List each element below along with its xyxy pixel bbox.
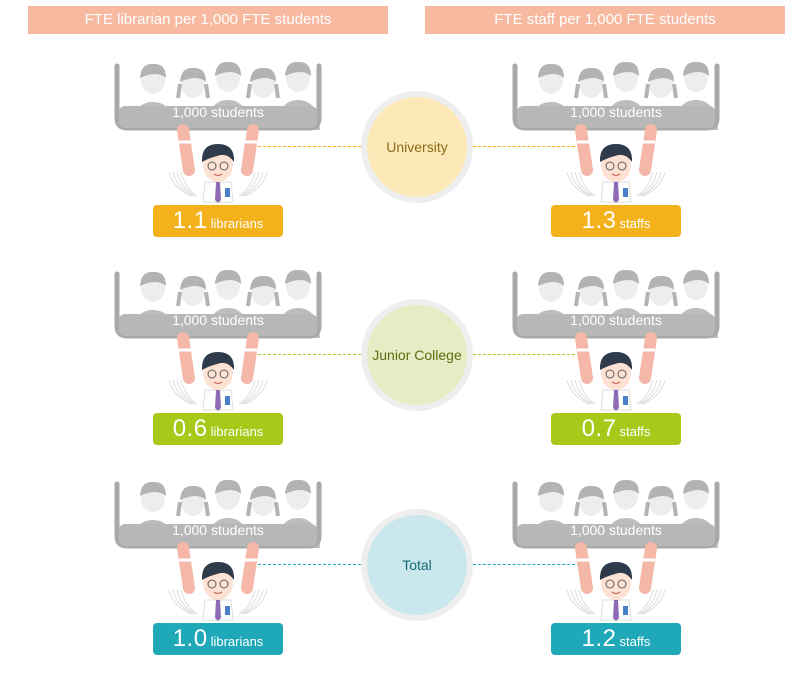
header-staff: FTE staff per 1,000 FTE students: [425, 6, 785, 34]
students-tray-illustration: [512, 269, 720, 411]
connector-line-left: [258, 564, 366, 565]
librarian-value: 0.6: [172, 415, 208, 442]
librarian-unit: librarians: [210, 423, 264, 439]
librarian-unit: librarians: [210, 215, 264, 231]
students-tray-illustration: [114, 479, 322, 621]
category-label: University: [367, 97, 467, 197]
students-tray-illustration: [512, 479, 720, 621]
connector-line-left: [258, 146, 366, 147]
category-label: Total: [367, 515, 467, 615]
staff-unit: staffs: [619, 215, 651, 231]
librarian-illustration: 1,000 students: [113, 60, 323, 203]
librarian-value: 1.0: [172, 625, 208, 652]
librarian-illustration: 1,000 students: [113, 478, 323, 621]
tray-label: 1,000 students: [570, 522, 662, 538]
connector-line-left: [258, 354, 366, 355]
connector-line-right: [468, 564, 580, 565]
staff-unit: staffs: [619, 633, 651, 649]
students-tray-illustration: [512, 61, 720, 203]
category-circle: Total: [361, 509, 473, 621]
connector-line-right: [468, 146, 580, 147]
header-librarian: FTE librarian per 1,000 FTE students: [28, 6, 388, 34]
librarian-illustration: 1,000 students: [113, 268, 323, 411]
staff-illustration: 1,000 students: [511, 478, 721, 621]
tray-label: 1,000 students: [172, 522, 264, 538]
tray-label: 1,000 students: [172, 312, 264, 328]
students-tray-illustration: [114, 61, 322, 203]
tray-label: 1,000 students: [570, 104, 662, 120]
tray-label: 1,000 students: [570, 312, 662, 328]
staff-value: 1.3: [581, 207, 617, 234]
category-circle: Junior College: [361, 299, 473, 411]
staff-value: 0.7: [581, 415, 617, 442]
librarian-value: 1.1: [172, 207, 208, 234]
category-circle: University: [361, 91, 473, 203]
students-tray-illustration: [114, 269, 322, 411]
staff-value: 1.2: [581, 625, 617, 652]
connector-line-right: [468, 354, 580, 355]
tray-label: 1,000 students: [172, 104, 264, 120]
staff-illustration: 1,000 students: [511, 60, 721, 203]
category-label: Junior College: [367, 305, 467, 405]
staff-illustration: 1,000 students: [511, 268, 721, 411]
staff-unit: staffs: [619, 423, 651, 439]
librarian-unit: librarians: [210, 633, 264, 649]
